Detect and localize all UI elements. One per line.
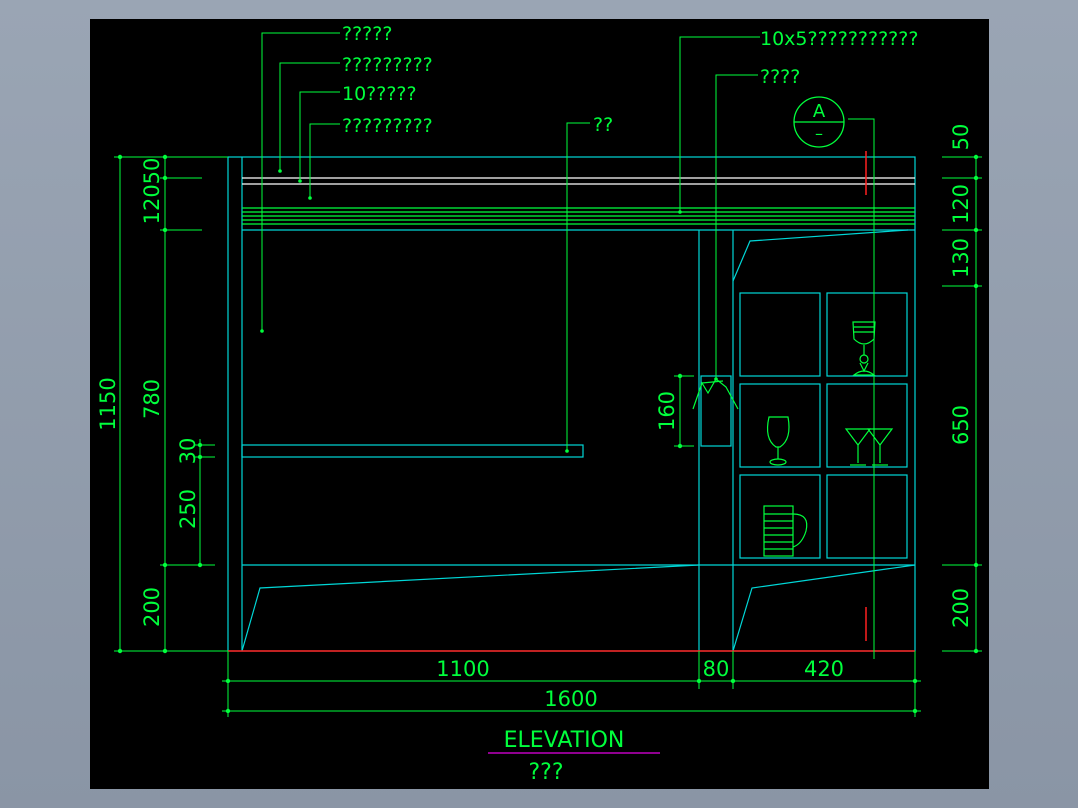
leader-text-7: ???? — [760, 66, 800, 88]
middle-shelf — [241, 444, 584, 458]
cad-viewport[interactable]: ????? ????????? 10????? ????????? ?? 10x… — [90, 19, 989, 789]
dim-1100: 1100 — [436, 657, 489, 681]
cabinet-frame — [227, 156, 916, 652]
leader-text-5: ?? — [593, 114, 613, 136]
wine-goblet-icon — [852, 321, 876, 376]
leader-lines — [261, 32, 875, 659]
bottom-dimension-ticks — [225, 678, 918, 714]
glassware — [692, 321, 894, 557]
cubby — [739, 474, 821, 559]
section-symbol: A – — [793, 96, 845, 148]
dim-12050: 12050 — [140, 158, 164, 225]
top-band — [242, 177, 915, 225]
dim-200-right: 200 — [949, 588, 973, 628]
dim-780: 780 — [140, 379, 164, 419]
cubby — [739, 383, 821, 468]
dim-420: 420 — [804, 657, 844, 681]
dim-130: 130 — [949, 238, 973, 278]
leader-text-4: ????????? — [342, 115, 433, 137]
dim-120: 120 — [949, 184, 973, 224]
dim-80: 80 — [703, 657, 730, 681]
top-slant-right — [732, 229, 909, 282]
leader-dots — [260, 169, 718, 453]
base-slant-left — [241, 564, 700, 652]
dim-50: 50 — [949, 124, 973, 151]
cocktail-glasses-icon — [844, 428, 894, 466]
elevation-drawing: ????? ????????? 10????? ????????? ?? 10x… — [96, 23, 982, 785]
dim-160: 160 — [655, 391, 679, 431]
dim-650: 650 — [949, 405, 973, 445]
cubby — [826, 292, 908, 377]
leader-text-3: 10????? — [342, 83, 417, 105]
section-letter: A — [813, 101, 826, 122]
hanging-hook-icon — [692, 378, 739, 410]
dim-1150: 1150 — [96, 377, 120, 430]
right-dimension-ticks — [973, 154, 979, 654]
bottom-dimension-lines — [222, 651, 921, 717]
cabinet-outline — [227, 156, 916, 652]
hanging-box — [700, 375, 732, 447]
dim-250: 250 — [176, 489, 200, 529]
dim-200-left: 200 — [140, 587, 164, 627]
cubby — [739, 292, 821, 377]
base-slant-right — [732, 564, 916, 652]
leader-text-2: ????????? — [342, 54, 433, 76]
striped-mug-icon — [763, 505, 808, 557]
drawing-subtitle: ??? — [528, 760, 563, 785]
dim-30: 30 — [176, 438, 200, 465]
section-sheet: – — [815, 124, 823, 143]
leader-text-6: 10x5??????????? — [760, 28, 918, 50]
left-dimension-lines — [114, 156, 694, 652]
cubby — [826, 383, 908, 468]
drawing-title: ELEVATION — [504, 728, 625, 753]
wine-glass-icon — [766, 416, 790, 466]
left-dimension-ticks — [117, 154, 683, 654]
cubby — [826, 474, 908, 559]
dim-1600: 1600 — [544, 687, 597, 711]
leader-text-1: ????? — [342, 23, 392, 45]
